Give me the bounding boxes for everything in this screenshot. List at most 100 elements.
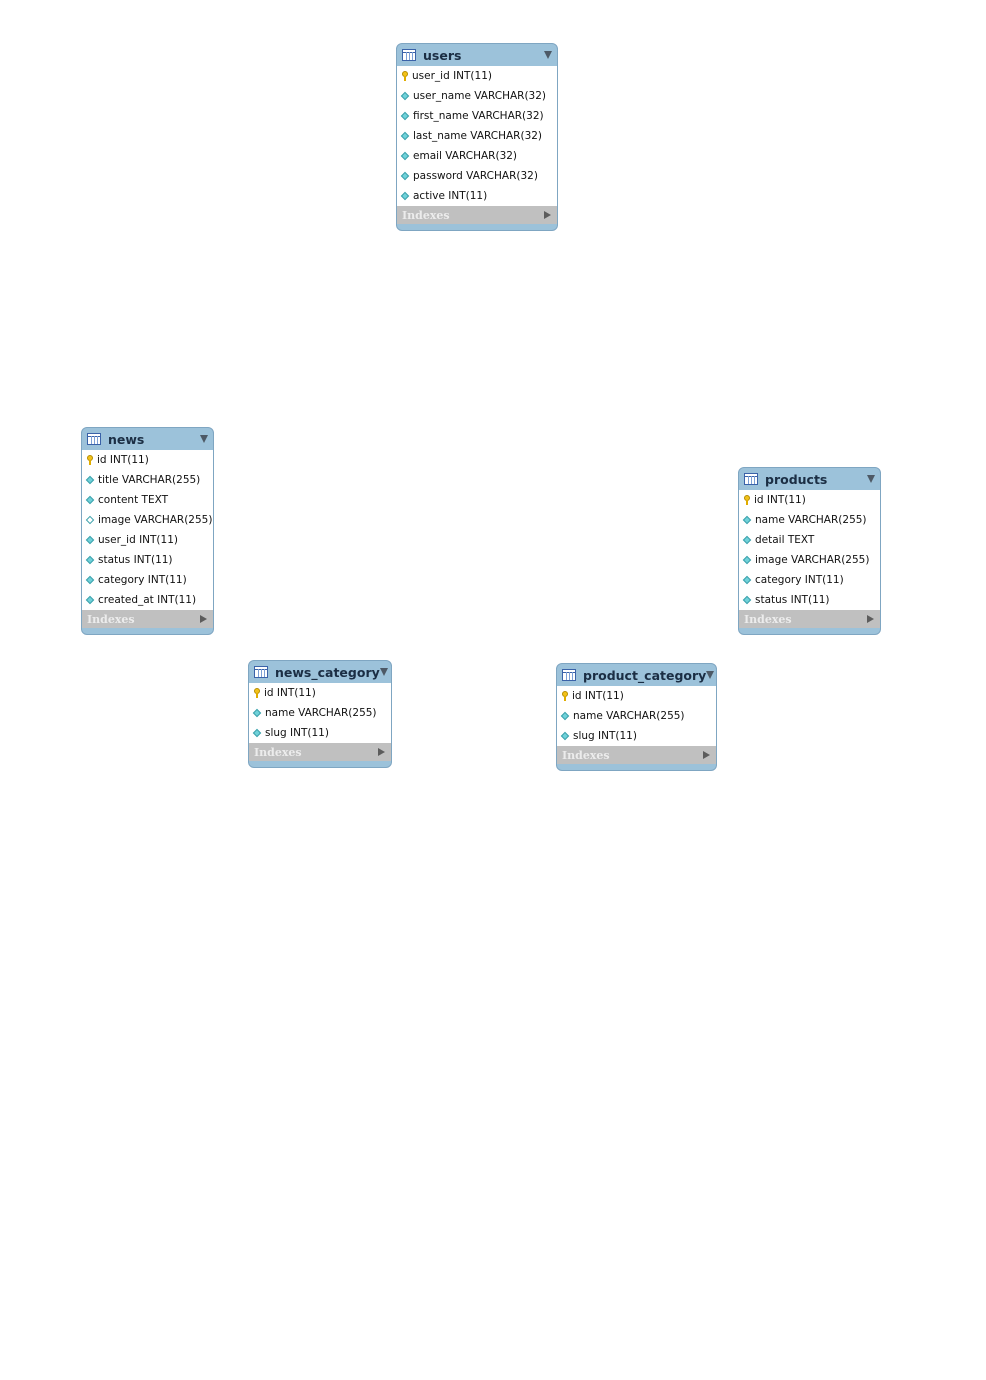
primary-key-icon bbox=[743, 495, 751, 505]
column-label: id INT(11) bbox=[264, 687, 316, 699]
table-header[interactable]: users bbox=[397, 44, 557, 66]
column-row[interactable]: status INT(11) bbox=[739, 590, 880, 610]
table-news[interactable]: news id INT(11) title VARCHAR(255) content … bbox=[81, 427, 214, 635]
column-diamond-icon bbox=[400, 171, 410, 181]
table-header[interactable]: products bbox=[739, 468, 880, 490]
indexes-section[interactable]: Indexes bbox=[739, 610, 880, 628]
indexes-section[interactable]: Indexes bbox=[557, 746, 716, 764]
column-diamond-icon bbox=[85, 595, 95, 605]
column-row[interactable]: name VARCHAR(255) bbox=[249, 703, 391, 723]
column-label: id INT(11) bbox=[572, 690, 624, 702]
column-label: image VARCHAR(255) bbox=[98, 514, 213, 526]
column-label: slug INT(11) bbox=[573, 730, 637, 742]
indexes-label: Indexes bbox=[402, 208, 450, 222]
table-header[interactable]: news bbox=[82, 428, 213, 450]
table-name: products bbox=[765, 471, 828, 487]
column-row[interactable]: id INT(11) bbox=[739, 490, 880, 510]
column-label: password VARCHAR(32) bbox=[413, 170, 538, 182]
table-users[interactable]: users user_id INT(11) user_name VARCHAR(32… bbox=[396, 43, 558, 231]
column-label: name VARCHAR(255) bbox=[755, 514, 867, 526]
column-diamond-icon bbox=[400, 151, 410, 161]
column-row[interactable]: password VARCHAR(32) bbox=[397, 166, 557, 186]
column-row[interactable]: user_id INT(11) bbox=[397, 66, 557, 86]
column-list: user_id INT(11) user_name VARCHAR(32) firs… bbox=[397, 66, 557, 206]
column-label: detail TEXT bbox=[755, 534, 815, 546]
column-row[interactable]: image VARCHAR(255) bbox=[739, 550, 880, 570]
column-row[interactable]: first_name VARCHAR(32) bbox=[397, 106, 557, 126]
collapse-arrow-icon[interactable] bbox=[544, 51, 552, 59]
column-diamond-icon bbox=[400, 111, 410, 121]
column-label: id INT(11) bbox=[97, 454, 149, 466]
column-row[interactable]: name VARCHAR(255) bbox=[557, 706, 716, 726]
table-header[interactable]: news_category bbox=[249, 661, 391, 683]
column-row[interactable]: last_name VARCHAR(32) bbox=[397, 126, 557, 146]
column-label: title VARCHAR(255) bbox=[98, 474, 201, 486]
expand-arrow-icon[interactable] bbox=[378, 748, 385, 756]
column-label: slug INT(11) bbox=[265, 727, 329, 739]
column-list: id INT(11) name VARCHAR(255) detail TEXT im… bbox=[739, 490, 880, 610]
column-row[interactable]: id INT(11) bbox=[249, 683, 391, 703]
indexes-label: Indexes bbox=[254, 745, 302, 759]
column-row[interactable]: id INT(11) bbox=[82, 450, 213, 470]
column-row[interactable]: detail TEXT bbox=[739, 530, 880, 550]
table-name: news_category bbox=[275, 664, 380, 680]
column-label: user_name VARCHAR(32) bbox=[413, 90, 546, 102]
column-diamond-icon bbox=[252, 708, 262, 718]
column-label: first_name VARCHAR(32) bbox=[413, 110, 544, 122]
column-row[interactable]: created_at INT(11) bbox=[82, 590, 213, 610]
column-row[interactable]: user_name VARCHAR(32) bbox=[397, 86, 557, 106]
indexes-label: Indexes bbox=[87, 612, 135, 626]
indexes-label: Indexes bbox=[562, 748, 610, 762]
expand-arrow-icon[interactable] bbox=[200, 615, 207, 623]
column-list: id INT(11) title VARCHAR(255) content TEXT… bbox=[82, 450, 213, 610]
collapse-arrow-icon[interactable] bbox=[379, 668, 388, 676]
column-diamond-icon bbox=[742, 535, 752, 545]
primary-key-icon bbox=[561, 691, 569, 701]
table-icon bbox=[402, 49, 416, 61]
collapse-arrow-icon[interactable] bbox=[200, 435, 208, 443]
column-diamond-icon bbox=[742, 595, 752, 605]
column-row[interactable]: name VARCHAR(255) bbox=[739, 510, 880, 530]
column-diamond-icon bbox=[742, 515, 752, 525]
column-label: active INT(11) bbox=[413, 190, 488, 202]
column-row[interactable]: slug INT(11) bbox=[557, 726, 716, 746]
expand-arrow-icon[interactable] bbox=[544, 211, 551, 219]
table-name: product_category bbox=[583, 667, 707, 683]
column-diamond-icon bbox=[85, 555, 95, 565]
column-label: user_id INT(11) bbox=[98, 534, 178, 546]
column-diamond-icon bbox=[85, 575, 95, 585]
column-label: user_id INT(11) bbox=[412, 70, 492, 82]
primary-key-icon bbox=[401, 71, 409, 81]
column-row[interactable]: slug INT(11) bbox=[249, 723, 391, 743]
table-header[interactable]: product_category bbox=[557, 664, 716, 686]
indexes-section[interactable]: Indexes bbox=[397, 206, 557, 224]
column-list: id INT(11) name VARCHAR(255) slug INT(11) bbox=[249, 683, 391, 743]
nullable-column-diamond-icon bbox=[85, 515, 95, 525]
column-diamond-icon bbox=[85, 495, 95, 505]
table-products[interactable]: products id INT(11) name VARCHAR(255) detai… bbox=[738, 467, 881, 635]
column-row[interactable]: email VARCHAR(32) bbox=[397, 146, 557, 166]
column-row[interactable]: status INT(11) bbox=[82, 550, 213, 570]
column-row[interactable]: id INT(11) bbox=[557, 686, 716, 706]
column-row[interactable]: image VARCHAR(255) bbox=[82, 510, 213, 530]
indexes-section[interactable]: Indexes bbox=[249, 743, 391, 761]
table-icon bbox=[562, 669, 576, 681]
column-list: id INT(11) name VARCHAR(255) slug INT(11) bbox=[557, 686, 716, 746]
column-row[interactable]: category INT(11) bbox=[82, 570, 213, 590]
column-row[interactable]: active INT(11) bbox=[397, 186, 557, 206]
primary-key-icon bbox=[86, 455, 94, 465]
column-row[interactable]: title VARCHAR(255) bbox=[82, 470, 213, 490]
collapse-arrow-icon[interactable] bbox=[706, 671, 715, 679]
expand-arrow-icon[interactable] bbox=[867, 615, 874, 623]
indexes-section[interactable]: Indexes bbox=[82, 610, 213, 628]
column-diamond-icon bbox=[400, 191, 410, 201]
collapse-arrow-icon[interactable] bbox=[867, 475, 875, 483]
expand-arrow-icon[interactable] bbox=[703, 751, 710, 759]
column-row[interactable]: category INT(11) bbox=[739, 570, 880, 590]
column-row[interactable]: content TEXT bbox=[82, 490, 213, 510]
column-row[interactable]: user_id INT(11) bbox=[82, 530, 213, 550]
table-name: users bbox=[423, 47, 462, 63]
